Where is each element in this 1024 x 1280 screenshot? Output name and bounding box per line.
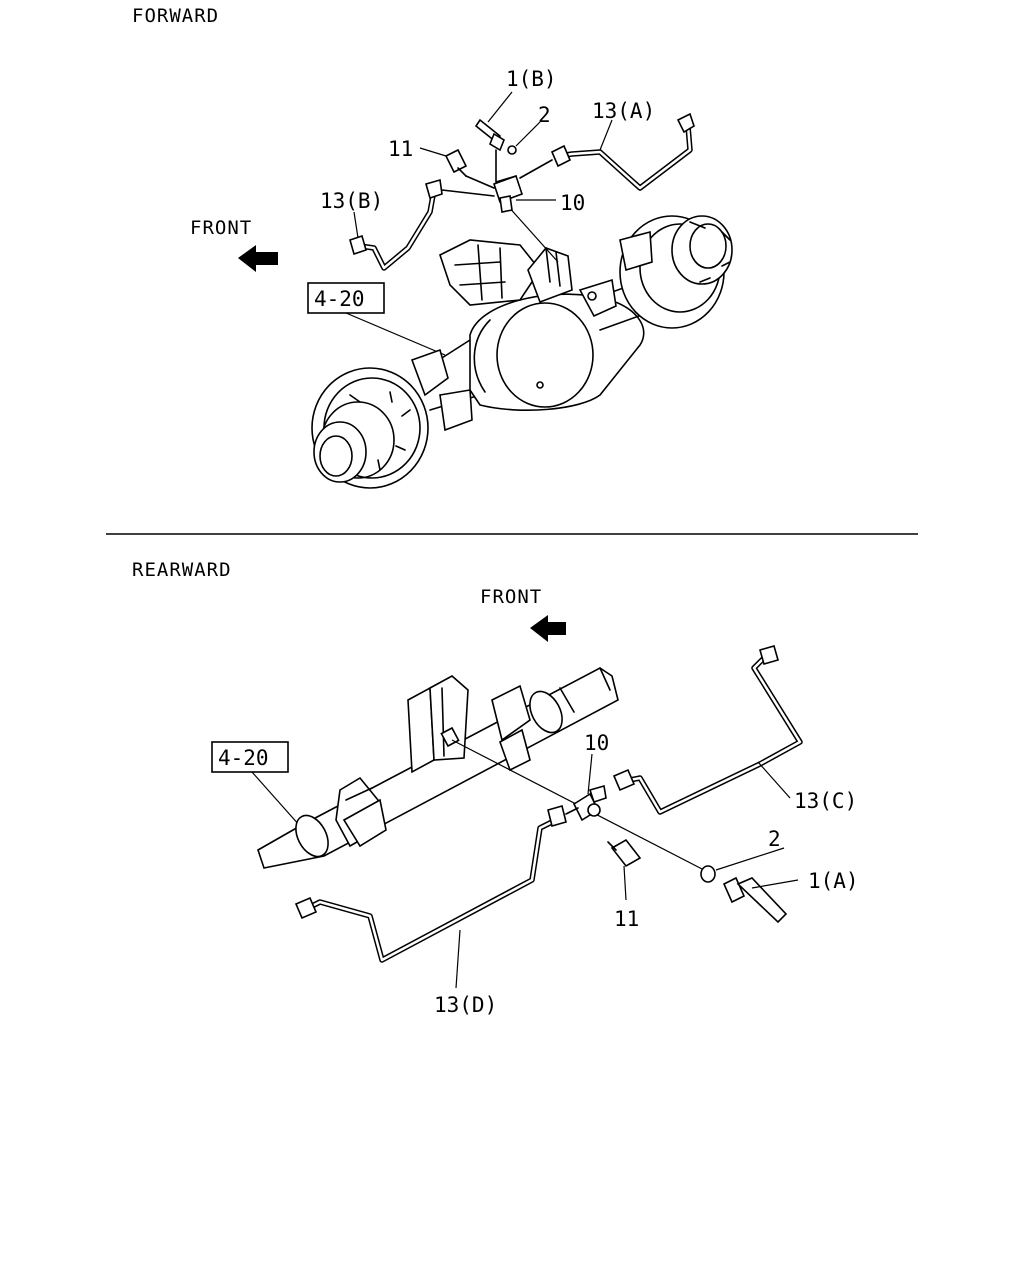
rearward-callout-2: 2 — [768, 827, 781, 851]
forward-part-2-gasket[interactable] — [507, 121, 541, 155]
forward-axle-housing — [311, 215, 733, 489]
forward-callout-11: 11 — [388, 137, 413, 161]
rearward-front-label: FRONT — [480, 586, 542, 608]
forward-ref-leader — [345, 312, 446, 356]
forward-callout-13b: 13(B) — [320, 189, 383, 213]
rearward-part-11-connector[interactable] — [607, 838, 642, 901]
forward-part-1b-hose[interactable] — [474, 91, 513, 152]
forward-pipe-13a[interactable] — [519, 112, 695, 191]
rearward-pipe-13d[interactable] — [294, 805, 579, 989]
rearward-callout-13d: 13(D) — [434, 993, 497, 1017]
rearward-part-1a-hose[interactable] — [722, 876, 799, 924]
rearward-callout-1a: 1(A) — [808, 869, 859, 893]
forward-pipe-13b[interactable] — [349, 178, 495, 271]
forward-vent-leader — [506, 204, 559, 263]
rearward-part-10-tee[interactable] — [572, 753, 607, 822]
rearward-callout-11: 11 — [614, 907, 639, 931]
rearward-front-arrow-icon — [530, 615, 566, 642]
forward-part-11-connector[interactable] — [419, 147, 468, 177]
forward-part-10-tee[interactable] — [465, 149, 556, 213]
forward-ref-box-label: 4-20 — [314, 287, 365, 311]
forward-callout-10: 10 — [560, 191, 585, 215]
rearward-pipe-13c[interactable] — [612, 645, 803, 815]
forward-callout-1b: 1(B) — [506, 67, 557, 91]
rearward-callout-13c: 13(C) — [794, 789, 857, 813]
forward-callout-13a: 13(A) — [592, 99, 655, 123]
rearward-section-title: REARWARD — [132, 559, 232, 581]
forward-callout-2: 2 — [538, 103, 551, 127]
forward-section-title: FORWARD — [132, 5, 219, 27]
rearward-ref-box-label: 4-20 — [218, 746, 269, 770]
rearward-ref-leader — [251, 771, 301, 827]
rearward-ref-box[interactable]: 4-20 — [211, 741, 289, 773]
rearward-axle-housing — [257, 667, 619, 869]
rearward-part-2-gasket[interactable] — [700, 847, 785, 883]
rearward-callout-10: 10 — [584, 731, 609, 755]
forward-front-arrow-icon — [238, 245, 278, 272]
forward-front-label: FRONT — [190, 217, 252, 239]
forward-ref-box[interactable]: 4-20 — [307, 282, 385, 314]
